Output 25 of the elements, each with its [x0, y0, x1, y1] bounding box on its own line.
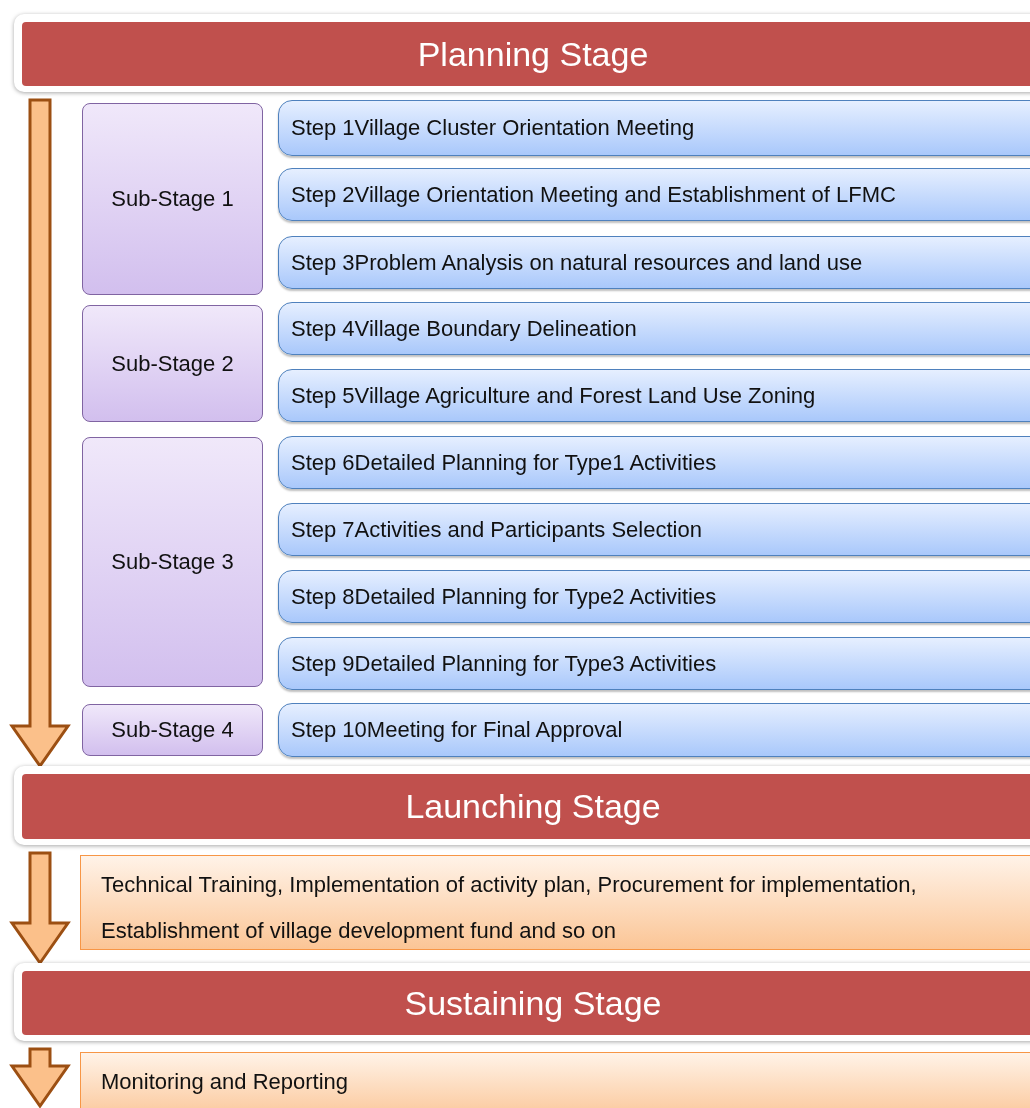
stage-frame	[14, 14, 1030, 92]
sub-stage-box: Sub-Stage 2	[82, 305, 263, 422]
stage-banner: Sustaining Stage	[22, 971, 1030, 1035]
step-box: Step 9Detailed Planning for Type3 Activities	[278, 637, 1030, 690]
arrow	[9, 851, 71, 966]
stage-banner: Launching Stage	[22, 774, 1030, 839]
step-box: Step 7Activities and Participants Selection	[278, 503, 1030, 556]
step-box: Step 5Village Agriculture and Forest Land Use Zoning	[278, 369, 1030, 422]
stage-frame	[14, 766, 1030, 845]
sub-stage-box: Sub-Stage 4	[82, 704, 263, 756]
activity-box: Technical Training, Implementation of activity plan, Procurement for implementation, Establishment of village development fund and so on	[80, 855, 1030, 950]
step-box: Step 6Detailed Planning for Type1 Activities	[278, 436, 1030, 489]
stage-frame	[14, 963, 1030, 1041]
arrow	[9, 98, 71, 769]
step-box: Step 8Detailed Planning for Type2 Activities	[278, 570, 1030, 623]
step-box: Step 10Meeting for Final Approval	[278, 703, 1030, 757]
step-box: Step 3Problem Analysis on natural resources and land use	[278, 236, 1030, 289]
activity-box: Monitoring and Reporting	[80, 1052, 1030, 1108]
step-box: Step 4Village Boundary Delineation	[278, 302, 1030, 355]
arrow	[9, 1047, 71, 1108]
stage-banner: Planning Stage	[22, 22, 1030, 86]
sub-stage-box: Sub-Stage 3	[82, 437, 263, 687]
step-box: Step 1Village Cluster Orientation Meeting	[278, 100, 1030, 156]
sub-stage-box: Sub-Stage 1	[82, 103, 263, 295]
step-box: Step 2Village Orientation Meeting and Establishment of LFMC	[278, 168, 1030, 221]
